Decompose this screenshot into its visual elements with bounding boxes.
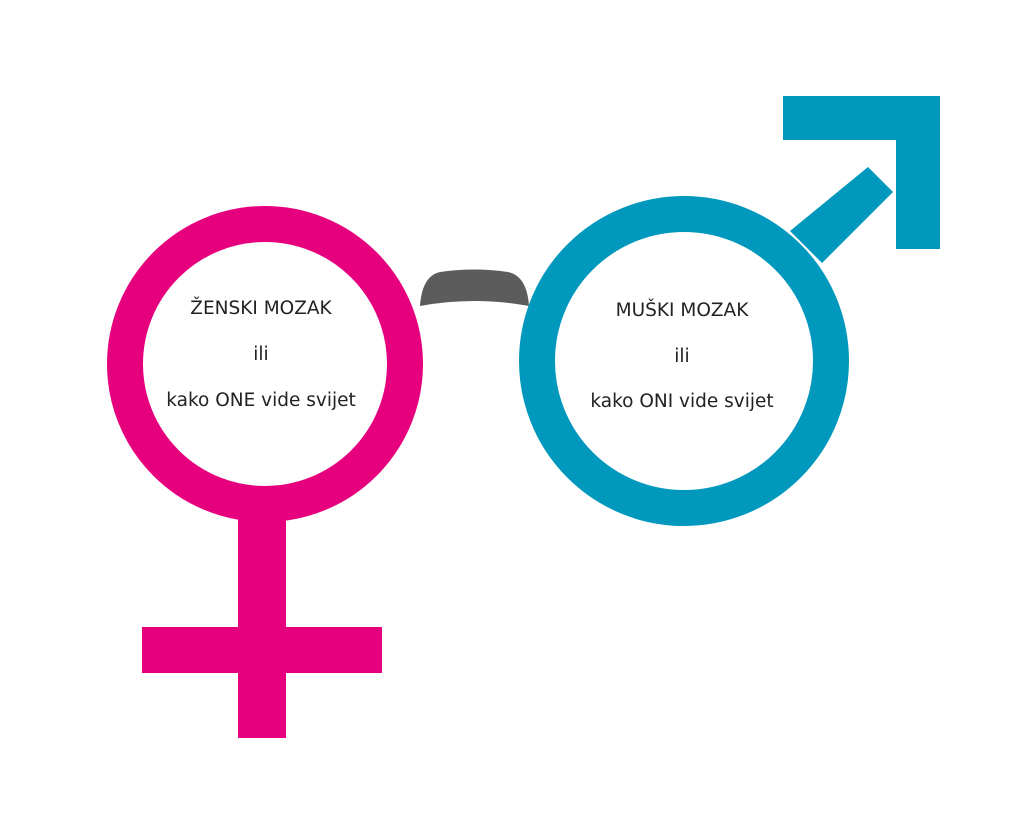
male-subtitle: kako ONI vide svijet — [590, 391, 774, 412]
male-symbol-icon — [519, 96, 940, 526]
male-title: MUŠKI MOZAK — [615, 300, 749, 321]
male-connector: ili — [674, 346, 690, 367]
female-title: ŽENSKI MOZAK — [190, 298, 332, 319]
female-connector: ili — [253, 344, 269, 365]
female-subtitle: kako ONE vide svijet — [166, 390, 356, 411]
female-symbol-icon — [107, 206, 423, 738]
glasses-bridge-icon — [420, 269, 529, 306]
